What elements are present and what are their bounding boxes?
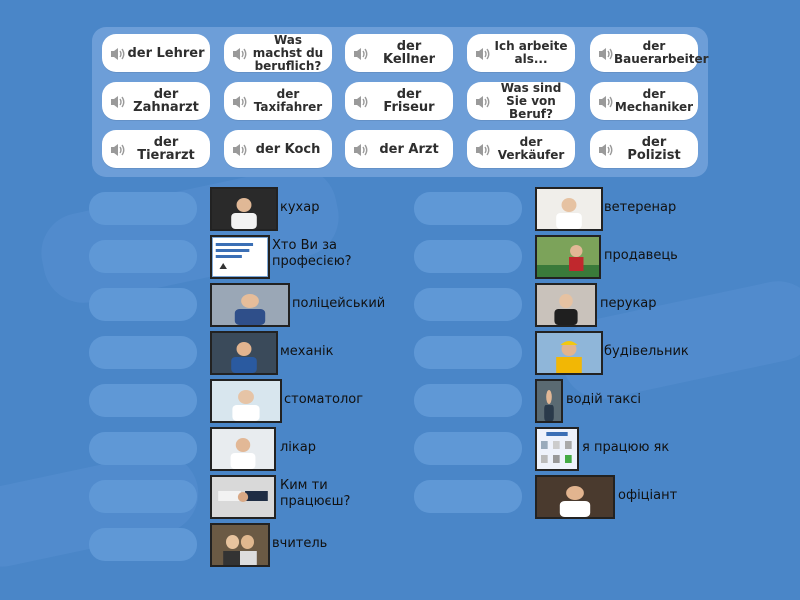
speaker-icon[interactable] [110,94,126,108]
drop-slot[interactable] [89,528,197,561]
item-label: продавець [604,248,678,263]
handshake-photo [210,475,276,519]
drop-slot[interactable] [89,336,197,369]
speaker-icon[interactable] [232,46,248,60]
mechanic-photo [210,331,278,375]
speaker-icon[interactable] [475,142,491,156]
answer-tile[interactable]: der Koch [224,130,332,168]
answer-tile[interactable]: der Verkäufer [467,130,575,168]
answer-tile-label: der Polizist [627,135,681,163]
speaker-icon[interactable] [353,94,369,108]
answer-tile[interactable]: der Lehrer [102,34,210,72]
item-label: водій таксі [566,392,641,407]
drop-slot[interactable] [414,384,522,417]
answer-tile-label: der Verkäufer [497,135,565,162]
answer-tile-label: der Kellner [382,39,436,67]
slide-thumbnail [210,235,270,279]
worksheet-thumbnail [535,427,579,471]
drop-slot[interactable] [414,288,522,321]
answer-tile[interactable]: der Arzt [345,130,453,168]
taxi-driver-photo [535,379,563,423]
answer-tile-label: Was sind Sie von Beruf? [500,80,562,121]
speaker-icon[interactable] [110,46,126,60]
chef-photo [210,187,278,231]
answer-tile[interactable]: Ich arbeite als... [467,34,575,72]
speaker-icon[interactable] [232,142,248,156]
answer-tile[interactable]: der Tierarzt [102,130,210,168]
waiter-photo [535,475,615,519]
speaker-icon[interactable] [598,94,614,108]
speaker-icon[interactable] [353,46,369,60]
hairdresser-photo [535,283,597,327]
speaker-icon[interactable] [475,94,491,108]
speaker-icon[interactable] [598,46,614,60]
drop-slot[interactable] [89,384,197,417]
item-label: лікар [280,440,316,455]
answer-tile[interactable]: der Taxifahrer [224,82,332,120]
speaker-icon[interactable] [232,94,248,108]
answer-tile[interactable]: der Polizist [590,130,698,168]
veterinarian-photo [535,187,603,231]
answer-tile[interactable]: der Bauerarbeiter [590,34,709,72]
speaker-icon[interactable] [475,46,491,60]
answer-tile[interactable]: der Zahnarzt [102,82,210,120]
answer-tile-label: der Mechaniker [614,87,694,114]
answer-tile-label: der Friseur [383,87,435,115]
item-label: Хто Ви за професією? [272,238,352,269]
item-label: я працюю як [582,440,670,455]
answer-tile-label: der Bauerarbeiter [614,39,709,66]
item-label: стоматолог [284,392,364,407]
drop-slot[interactable] [414,432,522,465]
background-shape [33,159,347,311]
drop-slot[interactable] [89,432,197,465]
item-label: Ким ти працюєш? [280,478,351,509]
answer-tile-label: der Zahnarzt [133,87,199,115]
drop-slot[interactable] [89,288,197,321]
answer-tile-label: der Taxifahrer [253,87,323,114]
drop-slot[interactable] [414,336,522,369]
police-officer-photo [210,283,290,327]
answer-tile-label: der Arzt [379,141,439,157]
answer-tile-label: Was machst du beruflich? [252,32,324,73]
drop-slot[interactable] [89,480,197,513]
item-label: механік [280,344,334,359]
answer-tile[interactable]: Was sind Sie von Beruf? [467,80,575,121]
construction-worker-photo [535,331,603,375]
item-label: ветеренар [604,200,677,215]
item-label: вчитель [272,536,328,551]
speaker-icon[interactable] [110,142,126,156]
doctor-photo [210,427,276,471]
drop-slot[interactable] [414,480,522,513]
shop-assistant-photo [535,235,601,279]
answer-tile-label: der Lehrer [127,45,205,61]
teachers-photo [210,523,270,567]
item-label: поліцейський [292,296,386,311]
dentist-photo [210,379,282,423]
drop-slot[interactable] [89,240,197,273]
drop-slot[interactable] [414,240,522,273]
answer-tile-label: der Tierarzt [137,135,195,163]
answer-tile[interactable]: der Kellner [345,34,453,72]
speaker-icon[interactable] [353,142,369,156]
answer-tile[interactable]: Was machst du beruflich? [224,32,332,73]
item-label: перукар [600,296,657,311]
drop-slot[interactable] [89,192,197,225]
answer-tile-label: Ich arbeite als... [494,39,568,66]
item-label: будівельник [604,344,689,359]
item-label: кухар [280,200,320,215]
item-label: офіціант [618,488,678,503]
answer-tile-label: der Koch [255,141,321,157]
drop-slot[interactable] [414,192,522,225]
speaker-icon[interactable] [598,142,614,156]
answer-tile[interactable]: der Mechaniker [590,82,698,120]
answer-tile[interactable]: der Friseur [345,82,453,120]
